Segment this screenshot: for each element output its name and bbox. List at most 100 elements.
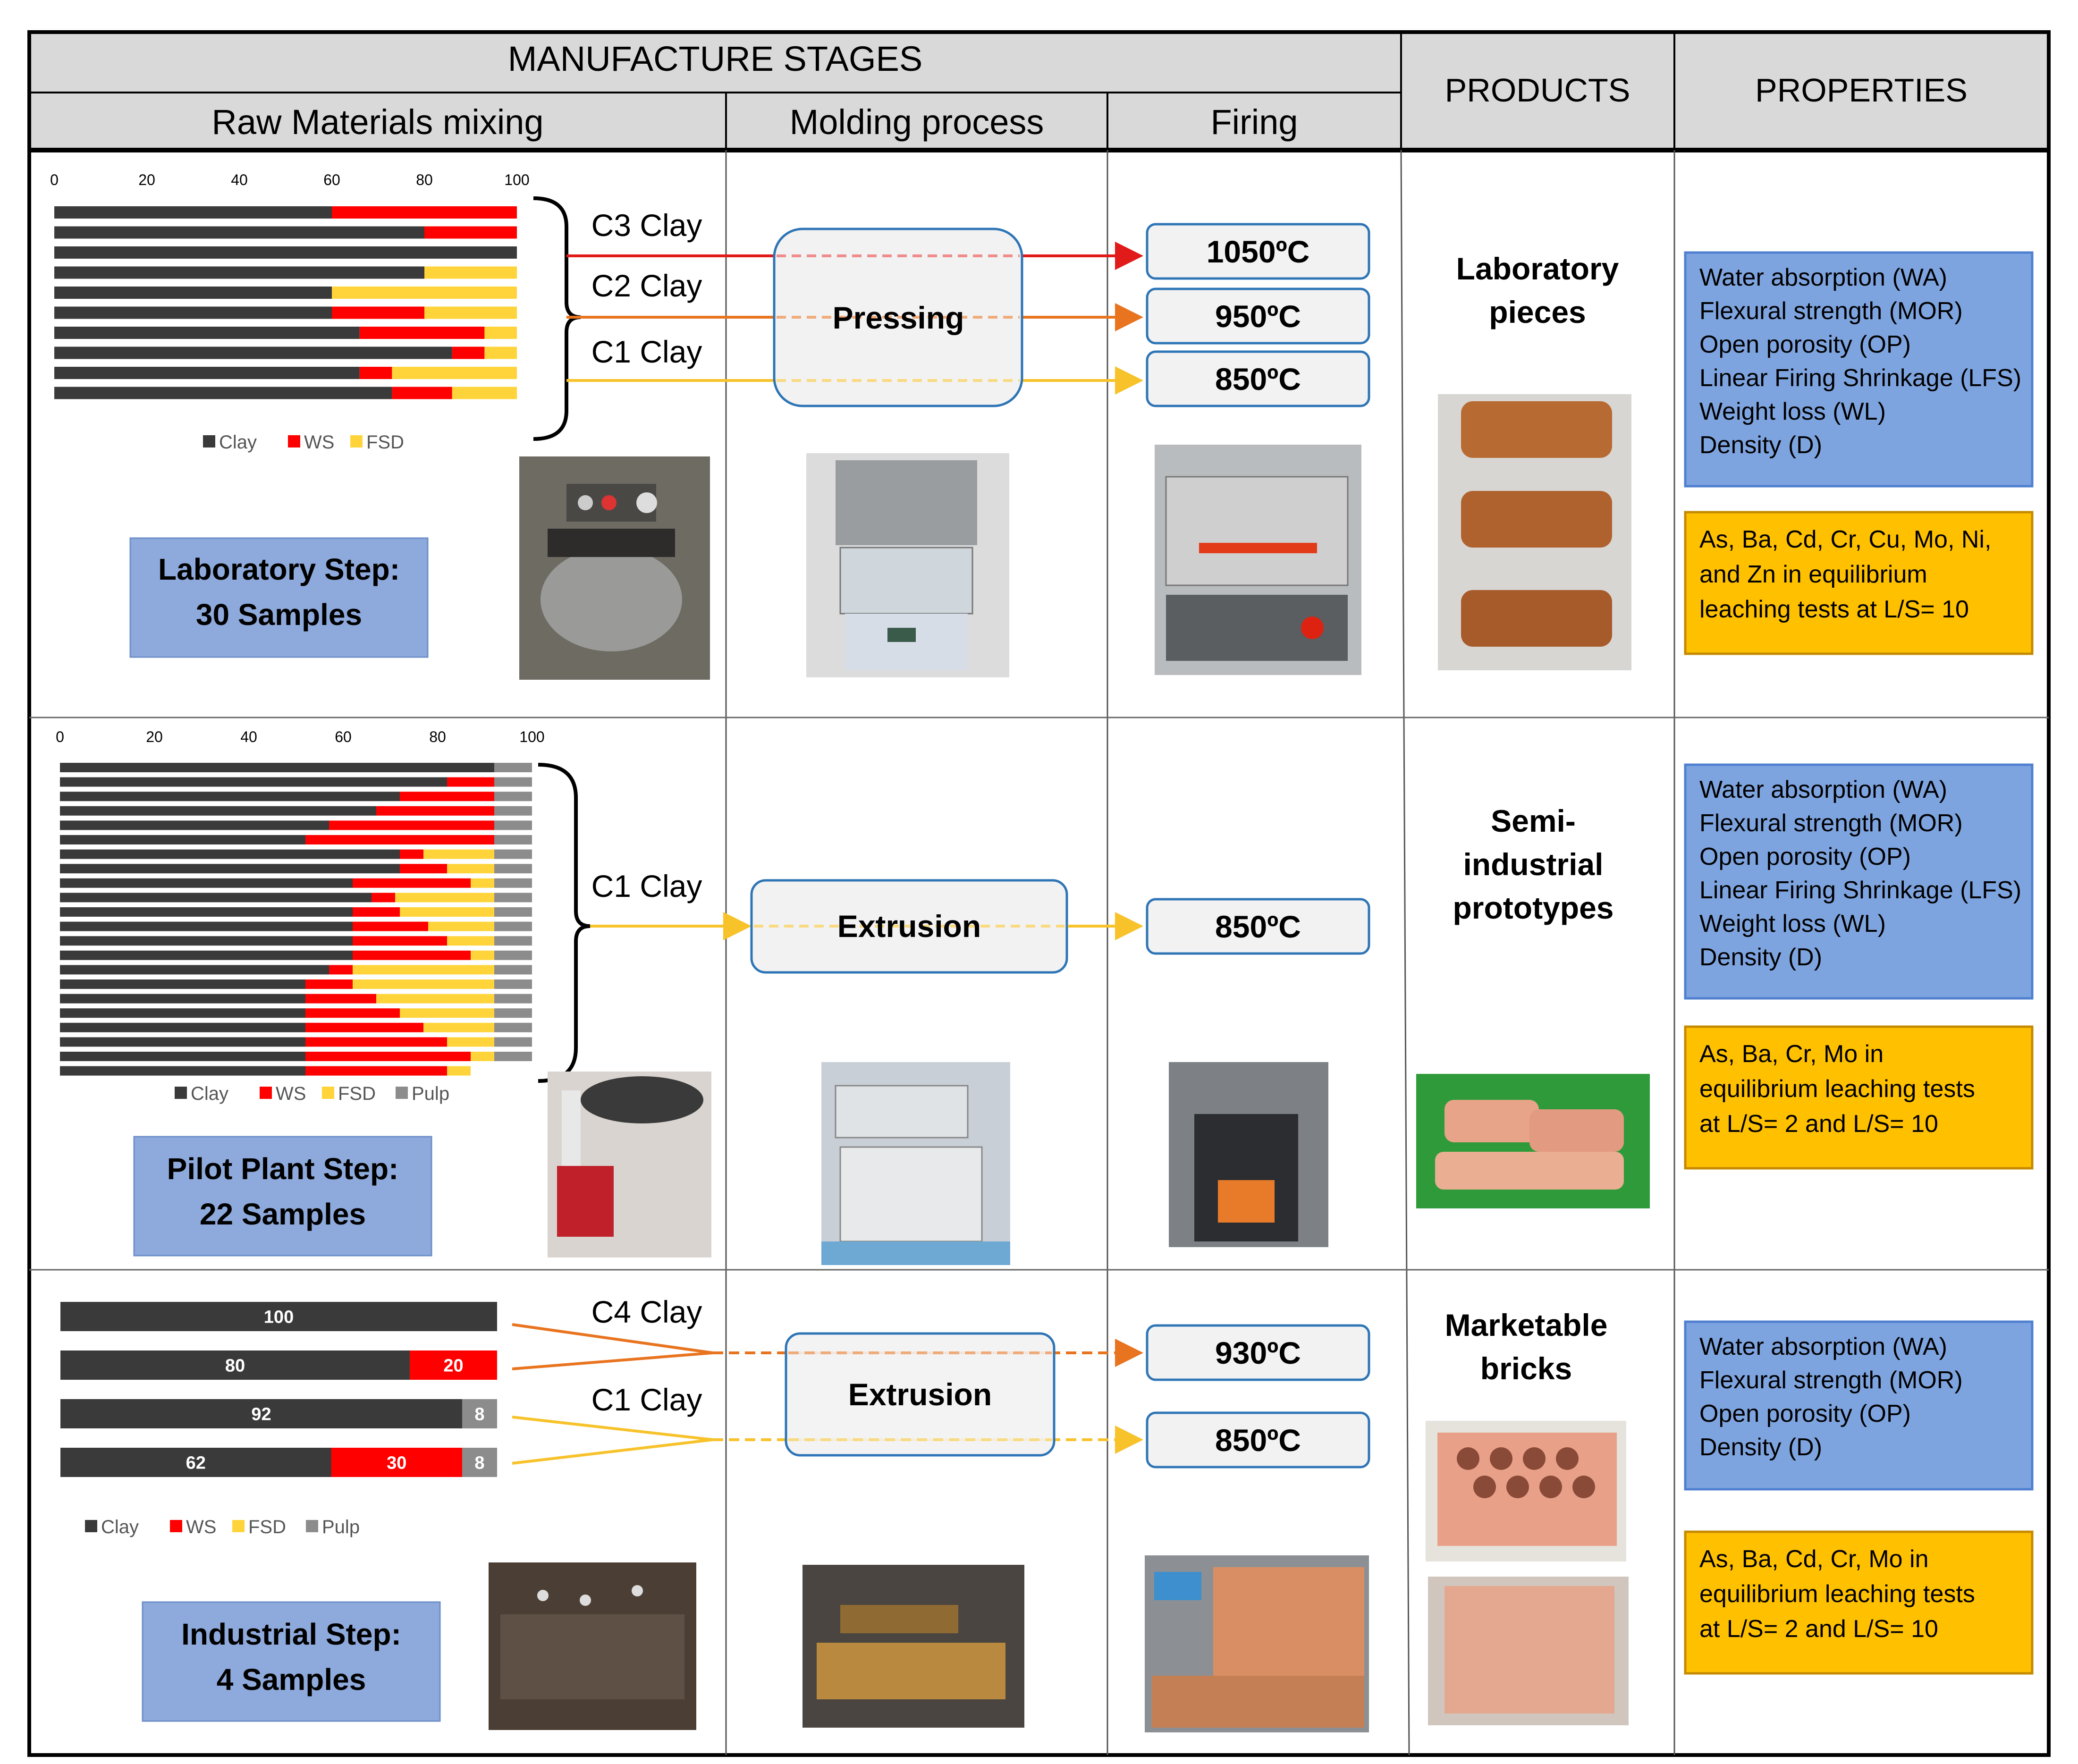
pilot-kiln-photo — [1169, 1062, 1328, 1247]
bar-segment-clay — [60, 1350, 410, 1380]
bar-segment-clay — [54, 346, 452, 359]
bar-segment-fsd — [400, 1008, 494, 1018]
bar-segment-clay — [60, 893, 372, 903]
legend-label-clay: Clay — [219, 432, 257, 453]
bar-segment-pulp — [494, 979, 532, 989]
bar-segment-clay — [60, 806, 376, 816]
lab-property-wa: Water absorption (WA) — [1699, 264, 1947, 291]
pilot-property-wl: Weight loss (WL) — [1699, 910, 1886, 937]
bar-segment-clay — [60, 1052, 305, 1061]
axis-tick-label: 80 — [416, 171, 433, 188]
bar-segment-clay — [60, 792, 400, 802]
legend-swatch-clay — [175, 1087, 187, 1099]
legend-swatch-fsd — [322, 1087, 334, 1099]
legend-swatch-ws — [260, 1087, 272, 1099]
bar-segment-pulp — [494, 1037, 532, 1047]
legend-label-fsd: FSD — [248, 1517, 286, 1537]
header-firing: Firing — [1210, 102, 1298, 142]
bar-segment-ws — [331, 1448, 462, 1477]
bar-segment-ws — [353, 878, 471, 888]
bar-value-label: 100 — [264, 1308, 294, 1327]
bar-segment-ws — [305, 1022, 423, 1032]
ind-leaching-line3: at L/S= 2 and L/S= 10 — [1699, 1615, 1938, 1643]
lab-property-op: Open porosity (OP) — [1699, 331, 1911, 358]
bar-segment-clay — [54, 226, 424, 239]
axis-tick-label: 40 — [231, 171, 248, 188]
lab-leaching-line2: and Zn in equilibrium — [1699, 561, 1927, 588]
mixer-photo — [519, 456, 710, 680]
bar-value-label: 8 — [474, 1405, 484, 1425]
bar-segment-clay — [60, 1022, 305, 1032]
ind-temp-box-930 — [1146, 1324, 1370, 1381]
bar-segment-ws — [400, 849, 423, 859]
bar-segment-clay — [54, 206, 332, 219]
bar-value-label: 8 — [474, 1453, 484, 1473]
header-properties: PROPERTIES — [1755, 72, 1968, 109]
bar-value-label: 62 — [186, 1453, 206, 1473]
bar-segment-ws — [359, 367, 392, 379]
bar-segment-clay — [60, 1066, 305, 1076]
bar-segment-fsd — [353, 979, 494, 989]
press-photo — [806, 453, 1009, 677]
bar-segment-pulp — [494, 806, 532, 816]
bar-segment-ws — [332, 206, 517, 219]
bar-segment-pulp — [462, 1448, 497, 1477]
legend-label-fsd: FSD — [366, 432, 404, 453]
bar-segment-ws — [400, 864, 447, 874]
ind-step-box — [142, 1601, 441, 1722]
header-molding: Molding process — [790, 102, 1044, 142]
header-products: PRODUCTS — [1445, 72, 1630, 109]
lab-property-lfs: Linear Firing Shrinkage (LFS) — [1699, 364, 2021, 392]
temp-box-950 — [1146, 287, 1370, 345]
header-background — [29, 32, 2049, 150]
lab-clay-label-c3: C3 Clay — [591, 208, 702, 243]
lab-product-line2: pieces — [1489, 295, 1586, 329]
bar-segment-fsd — [484, 327, 517, 339]
bricks-photo-1 — [1426, 1421, 1626, 1561]
bar-segment-clay — [60, 921, 353, 931]
bar-segment-pulp — [494, 864, 532, 874]
axis-tick-label: 60 — [323, 171, 340, 188]
bar-segment-fsd — [400, 907, 494, 917]
pilot-property-d: Density (D) — [1699, 944, 1822, 971]
pilot-product-line1: Semi- — [1491, 803, 1576, 838]
bar-segment-clay — [60, 1399, 462, 1428]
ind-extrusion-label: Extrusion — [848, 1377, 992, 1412]
axis-tick-label: 20 — [138, 171, 155, 188]
bar-segment-ws — [353, 921, 428, 931]
pilot-step-count: 22 Samples — [200, 1197, 366, 1231]
bar-segment-pulp — [494, 921, 532, 931]
pilot-clay-label: C1 Clay — [591, 869, 702, 903]
bar-segment-ws — [410, 1350, 497, 1380]
pilot-property-mor: Flexural strength (MOR) — [1699, 810, 1963, 837]
pilot-leaching-line2: equilibrium leaching tests — [1699, 1075, 1975, 1103]
furnace-photo — [1155, 445, 1361, 675]
ind-step-title: Industrial Step: — [181, 1617, 401, 1651]
lab-property-d: Density (D) — [1699, 431, 1822, 459]
lab-property-wl: Weight loss (WL) — [1699, 398, 1886, 425]
lab-clay-label-c1: C1 Clay — [591, 334, 702, 369]
legend-label-ws: WS — [186, 1517, 216, 1537]
legend-swatch-clay — [203, 435, 215, 447]
legend-label-fsd: FSD — [338, 1083, 376, 1104]
bar-segment-pulp — [494, 763, 532, 772]
bar-segment-ws — [305, 1008, 400, 1018]
bar-segment-pulp — [494, 994, 532, 1004]
pilot-extrusion-label: Extrusion — [837, 909, 981, 944]
bar-segment-ws — [305, 835, 494, 844]
bar-segment-ws — [329, 820, 494, 830]
ind-temp-box-850 — [1146, 1411, 1370, 1469]
bar-segment-clay — [60, 820, 329, 830]
bar-segment-clay — [60, 835, 305, 844]
legend-swatch-pulp — [396, 1087, 408, 1099]
bar-segment-ws — [372, 893, 395, 903]
legend-swatch-ws — [288, 435, 300, 447]
pressing-label: Pressing — [833, 300, 964, 335]
axis-tick-label: 100 — [504, 171, 529, 188]
bar-segment-fsd — [452, 387, 517, 399]
bar-segment-pulp — [462, 1399, 497, 1428]
bar-segment-ws — [447, 777, 494, 787]
ind-extrusion-box — [785, 1332, 1056, 1457]
lab-step-title: Laboratory Step: — [158, 552, 400, 586]
